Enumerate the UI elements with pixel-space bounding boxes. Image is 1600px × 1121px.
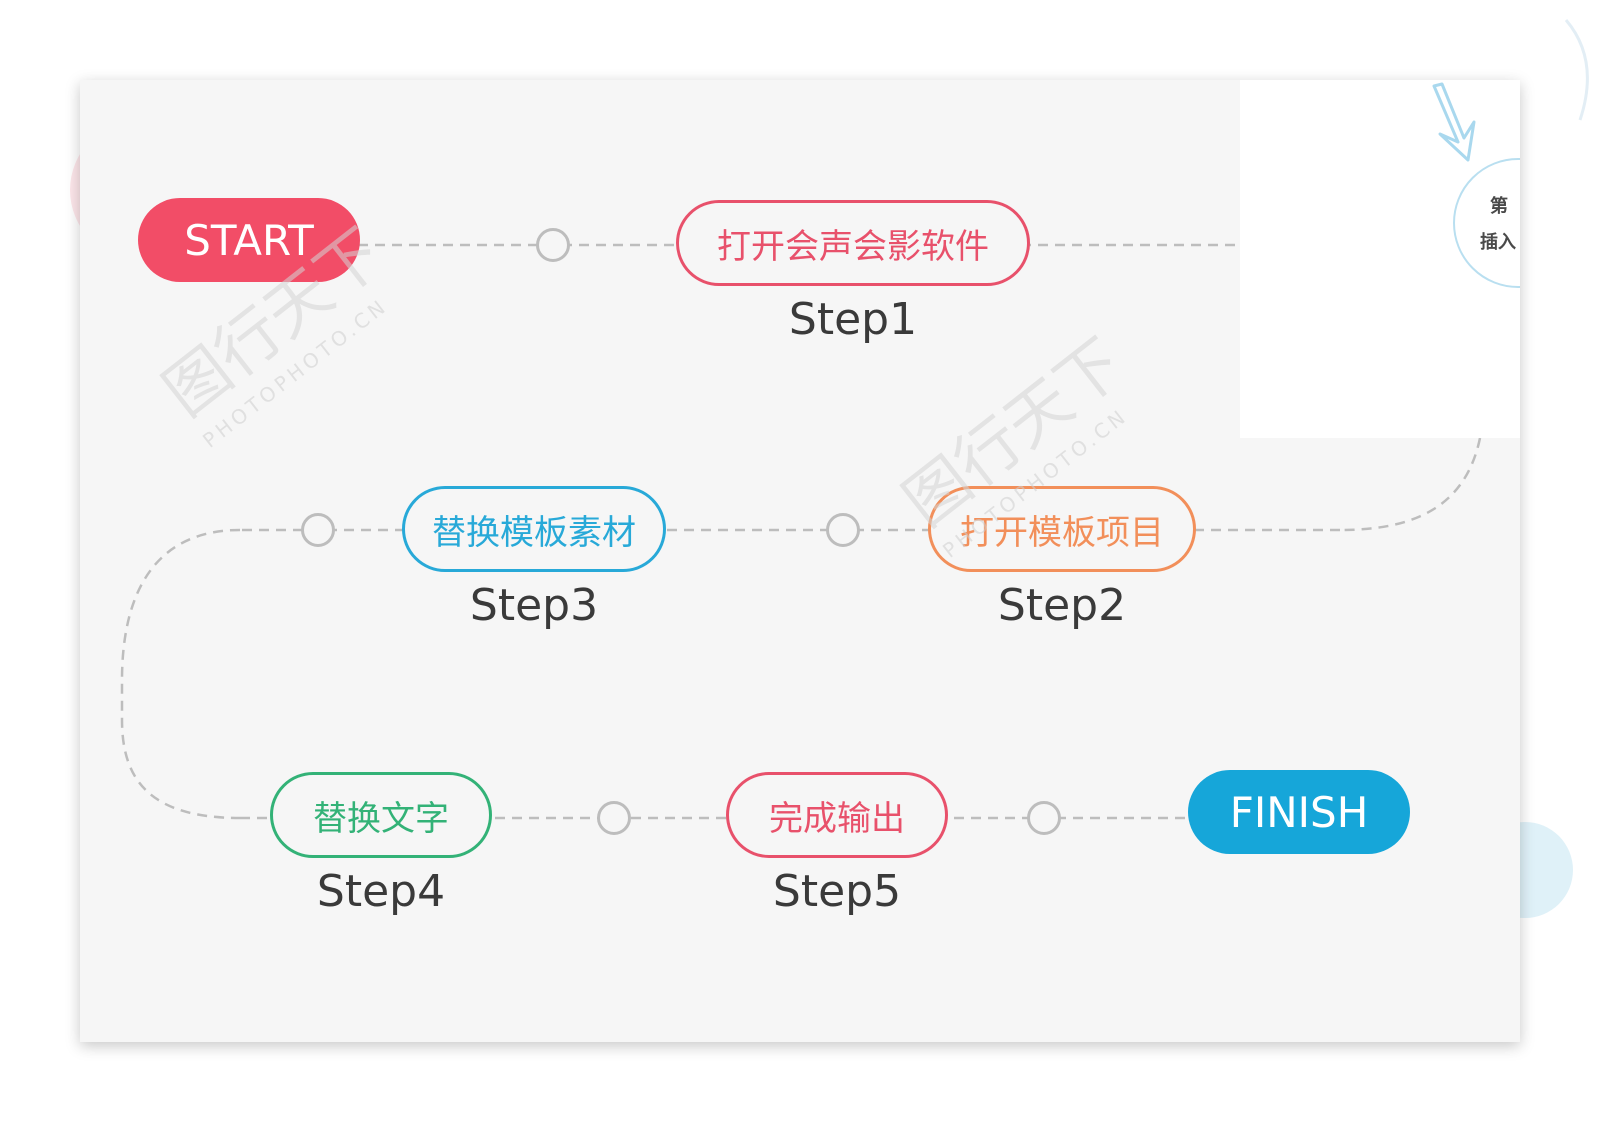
flowchart-card: 第 插入 START 打开会声会影软件 Step1 替换模板素材 Step3 打… bbox=[80, 80, 1520, 1042]
path-node bbox=[597, 801, 631, 835]
next-section-circle bbox=[1453, 158, 1520, 288]
step2-box: 打开模板项目 bbox=[928, 486, 1196, 572]
step1-box: 打开会声会影软件 bbox=[676, 200, 1030, 286]
finish-badge: FINISH bbox=[1188, 770, 1410, 854]
path-node bbox=[301, 513, 335, 547]
peek-text-line1: 第 bbox=[1490, 196, 1508, 217]
step4-label: Step4 bbox=[316, 866, 446, 917]
path-node bbox=[1027, 801, 1061, 835]
peek-text-line2: 插入 bbox=[1480, 232, 1516, 253]
step3-label: Step3 bbox=[469, 580, 599, 631]
step1-label: Step1 bbox=[788, 294, 918, 345]
step5-label: Step5 bbox=[772, 866, 902, 917]
path-node bbox=[536, 228, 570, 262]
start-badge: START bbox=[138, 198, 360, 282]
arrow-down-icon bbox=[1432, 82, 1476, 162]
step2-label: Step2 bbox=[997, 580, 1127, 631]
step4-box: 替换文字 bbox=[270, 772, 492, 858]
white-corner-panel: 第 插入 bbox=[1240, 80, 1520, 438]
path-node bbox=[826, 513, 860, 547]
step5-box: 完成输出 bbox=[726, 772, 948, 858]
step3-box: 替换模板素材 bbox=[402, 486, 666, 572]
